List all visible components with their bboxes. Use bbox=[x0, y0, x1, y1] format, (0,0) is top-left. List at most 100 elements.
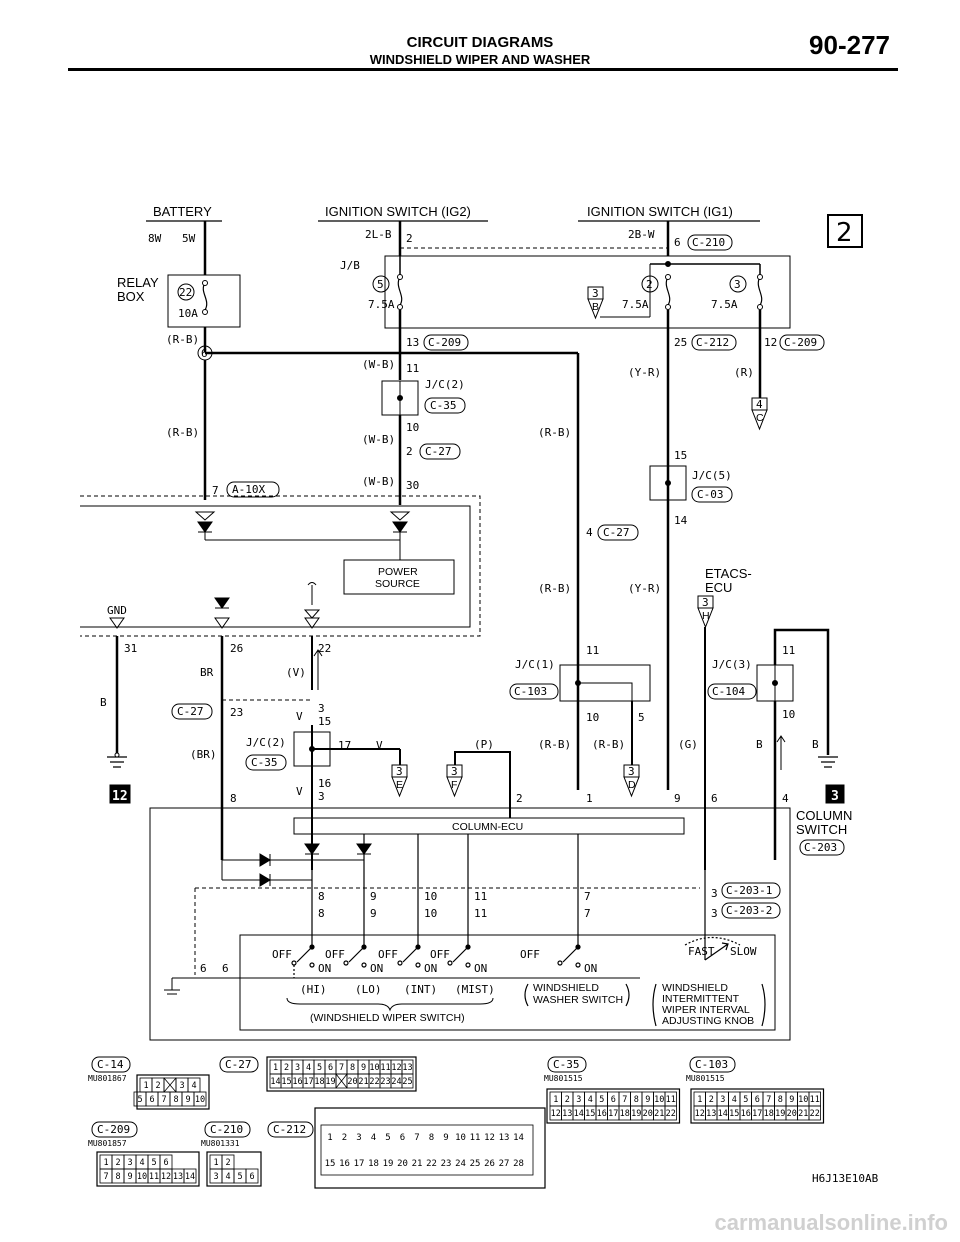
c35-pin: 7 bbox=[622, 1095, 627, 1105]
ig2-label: IGNITION SWITCH (IG2) bbox=[325, 204, 471, 219]
ig1-bus-node bbox=[665, 261, 671, 267]
c35-pin: 17 bbox=[608, 1109, 618, 1119]
wire-wb-3: (W-B) bbox=[362, 475, 395, 488]
ref-f-number: 3 bbox=[451, 765, 458, 778]
fuse-5-rating: 7.5A bbox=[368, 298, 395, 311]
sw-pin-7a: 7 bbox=[584, 890, 591, 903]
sw-off-1: OFF bbox=[272, 948, 292, 961]
c210-pin: 6 bbox=[249, 1172, 254, 1182]
c35-pin: 5 bbox=[599, 1095, 604, 1105]
pin-7: 7 bbox=[212, 484, 219, 497]
c14-part: MU801867 bbox=[88, 1074, 127, 1083]
c14-pin: 8 bbox=[173, 1095, 178, 1105]
ground-marker-left: 12 bbox=[112, 789, 128, 804]
fuse-2 bbox=[665, 276, 671, 306]
sw-on-4: ON bbox=[474, 962, 487, 975]
conn-c2032: C-203-2 bbox=[726, 904, 772, 917]
column-ecu-label: COLUMN-ECU bbox=[452, 821, 523, 833]
c27-pin: 19 bbox=[325, 1077, 335, 1087]
pin-26: 26 bbox=[230, 642, 243, 655]
ref-d-number: 3 bbox=[628, 765, 635, 778]
jc5-box bbox=[649, 465, 687, 501]
c212-pin: 19 bbox=[383, 1159, 394, 1169]
conn-c27b-box bbox=[597, 524, 639, 541]
c35-name: C-35 bbox=[553, 1058, 580, 1071]
wire-wb-2: (W-B) bbox=[362, 433, 395, 446]
column-switch-label-2: SWITCH bbox=[796, 822, 847, 837]
c212-pin: 1 bbox=[327, 1133, 332, 1143]
int-label-4: ADJUSTING KNOB bbox=[662, 1015, 754, 1027]
c35-pin: 18 bbox=[620, 1109, 630, 1119]
wire-b-1: B bbox=[756, 738, 763, 751]
c212-pin: 21 bbox=[412, 1159, 423, 1169]
c27-pin: 12 bbox=[391, 1063, 401, 1073]
conn-c212: C-212 bbox=[696, 336, 729, 349]
c209-shell bbox=[96, 1151, 200, 1187]
etacs-diode-3 bbox=[214, 597, 230, 609]
conn-c210-box bbox=[687, 234, 733, 251]
sw-fast: FAST bbox=[688, 945, 715, 958]
washer-label-1: WINDSHIELD bbox=[533, 982, 599, 994]
washer-paren-l bbox=[524, 983, 529, 1007]
c27-pin: 17 bbox=[303, 1077, 313, 1087]
c209-pin: 1 bbox=[103, 1158, 108, 1168]
c35-pin: 2 bbox=[565, 1095, 570, 1105]
fuse-3-bottom bbox=[757, 304, 763, 310]
power-source-label-1: POWER bbox=[378, 566, 418, 578]
wire-5w: 5W bbox=[182, 232, 196, 245]
fuse-5-badge bbox=[372, 275, 390, 293]
wire-rb-4: (R-B) bbox=[538, 582, 571, 595]
switch-contact-hi bbox=[291, 935, 315, 978]
int-paren-l bbox=[652, 983, 657, 1027]
c103-name: C-103 bbox=[695, 1058, 728, 1071]
fuse-2-top bbox=[665, 274, 671, 280]
c35-pin: 19 bbox=[631, 1109, 641, 1119]
wiper-switch-box bbox=[239, 934, 776, 1031]
c212-pin: 8 bbox=[429, 1133, 434, 1143]
c35-pin: 9 bbox=[645, 1095, 650, 1105]
c103-pin: 5 bbox=[743, 1095, 748, 1105]
conn-c209a-box bbox=[423, 334, 469, 351]
c209-pin: 12 bbox=[161, 1172, 171, 1182]
c212-pin: 9 bbox=[443, 1133, 448, 1143]
fuse-5 bbox=[397, 276, 403, 306]
fuse-2-bottom bbox=[665, 304, 671, 310]
c27-pin: 11 bbox=[380, 1063, 390, 1073]
sw-pin-10a: 10 bbox=[424, 890, 437, 903]
pin-31: 31 bbox=[124, 642, 137, 655]
pin-17: 17 bbox=[338, 739, 351, 752]
ground-marker-right-box bbox=[825, 784, 845, 804]
c103-pin: 22 bbox=[810, 1109, 820, 1119]
c212-pin: 17 bbox=[354, 1159, 365, 1169]
c103-shell bbox=[690, 1088, 825, 1124]
sw-pin-7b: 7 bbox=[584, 907, 591, 920]
sw-pin-11b: 11 bbox=[474, 907, 487, 920]
wire-v-2: V bbox=[376, 739, 383, 752]
c14-pin: 7 bbox=[161, 1095, 166, 1105]
fuse-22 bbox=[202, 282, 208, 311]
c103-pin: 19 bbox=[775, 1109, 785, 1119]
pin-15-jc5: 15 bbox=[674, 449, 687, 462]
pin-30: 30 bbox=[406, 479, 419, 492]
c27-pin: 9 bbox=[361, 1063, 366, 1073]
int-label-2: INTERMITTENT bbox=[662, 993, 740, 1005]
c209-cell bbox=[183, 1168, 197, 1184]
c27-pin: 15 bbox=[281, 1077, 291, 1087]
wire-v-3: V bbox=[296, 785, 303, 798]
conn-c03-box bbox=[691, 486, 733, 503]
c14-pin: 1 bbox=[143, 1081, 148, 1091]
pin-12: 12 bbox=[764, 336, 777, 349]
conn-c35a-box bbox=[424, 397, 466, 414]
pin-2-ig2: 2 bbox=[406, 232, 413, 245]
etacs-in-tri-1 bbox=[194, 511, 216, 521]
conn-c104-box bbox=[707, 683, 757, 700]
ref-h-tri bbox=[697, 607, 714, 629]
c27-pin: 7 bbox=[339, 1063, 344, 1073]
c209-pin: 4 bbox=[139, 1158, 144, 1168]
sw-on-3: ON bbox=[424, 962, 437, 975]
page-number: 90-277 bbox=[809, 30, 890, 60]
c103-name-box bbox=[689, 1056, 736, 1073]
wire-b-left: B bbox=[100, 696, 107, 709]
wire-rb-2: (R-B) bbox=[166, 426, 199, 439]
c35-pin: 13 bbox=[562, 1109, 572, 1119]
